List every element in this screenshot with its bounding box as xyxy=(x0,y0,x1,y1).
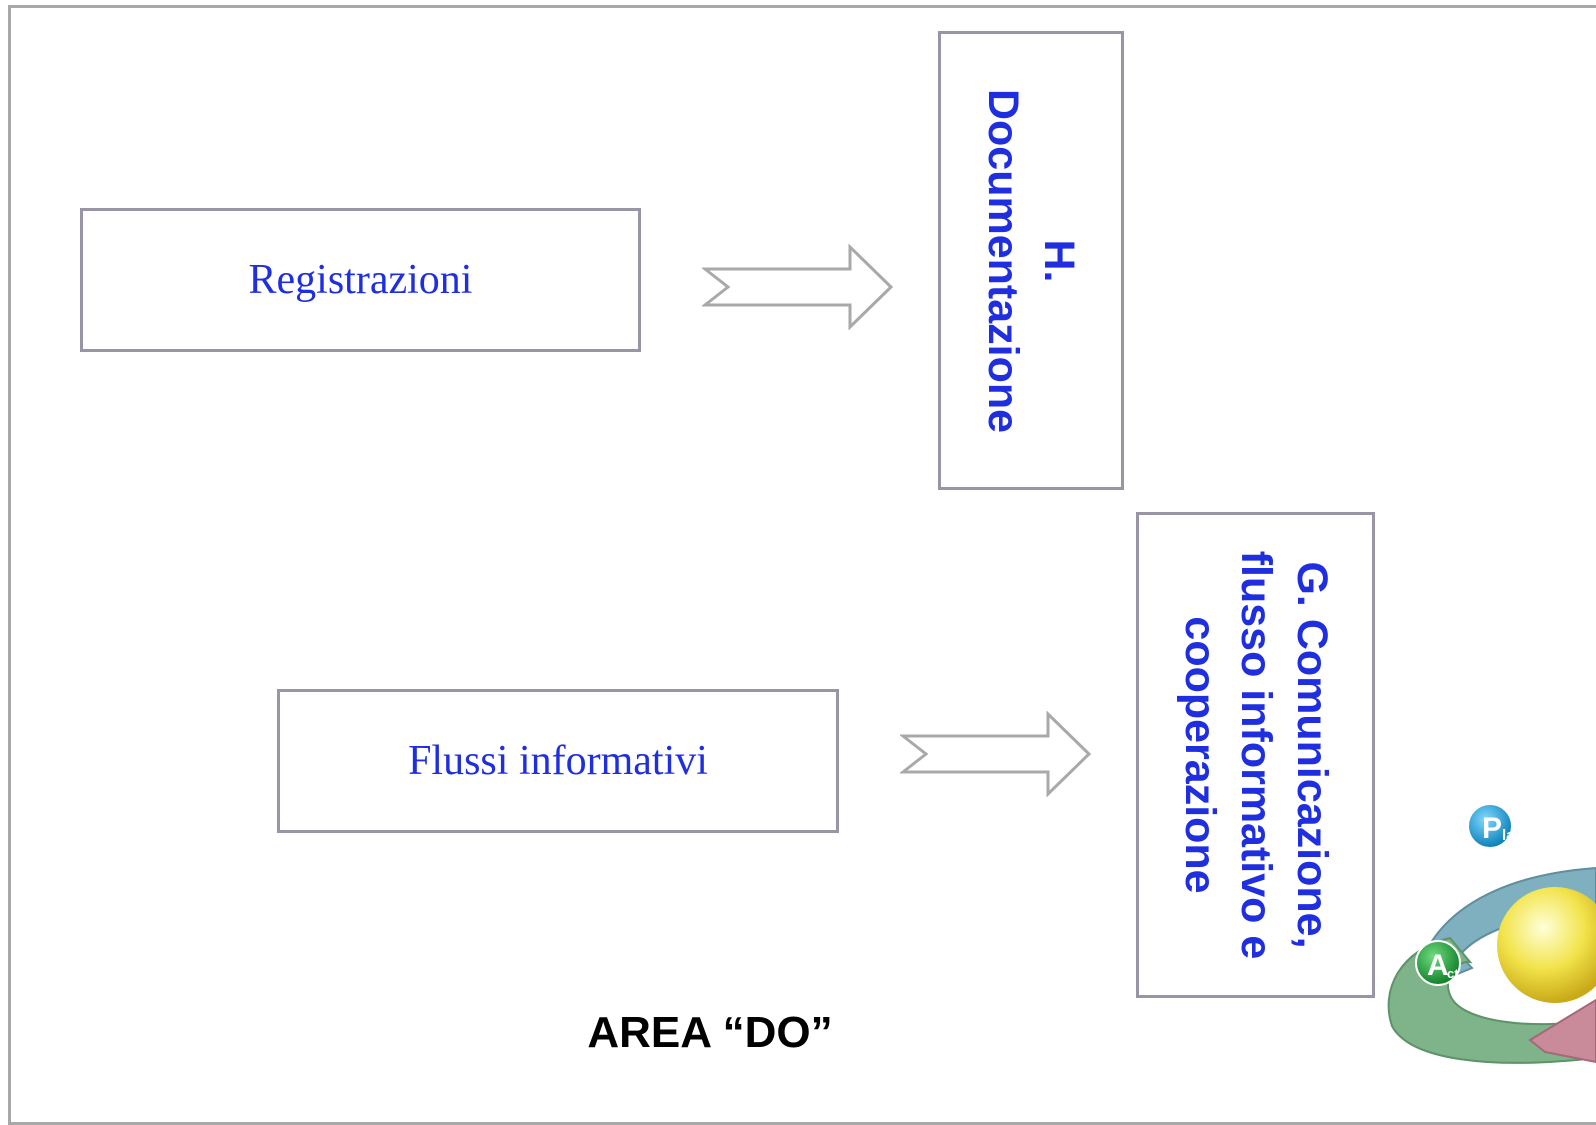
comunicazione-line-2: flusso informativo e xyxy=(1231,550,1280,960)
box-flussi-informativi: Flussi informativi xyxy=(277,689,839,833)
comunicazione-text: G. Comunicazione, flusso informativo e c… xyxy=(1172,551,1340,960)
box-documentazione: H. Documentazione xyxy=(938,31,1124,490)
pdca-cycle-icon: P lan A ct xyxy=(1387,803,1596,1064)
comunicazione-line-3: cooperazione xyxy=(1175,616,1224,894)
arrow-right-icon xyxy=(900,711,1092,797)
arrow-right-icon xyxy=(702,244,894,330)
act-suffix: ct xyxy=(1447,966,1459,981)
act-letter: A xyxy=(1427,949,1449,982)
documentazione-line-1: H. xyxy=(1035,238,1083,282)
documentazione-text: H. Documentazione xyxy=(975,88,1087,432)
flussi-label: Flussi informativi xyxy=(408,738,708,784)
plan-letter: P xyxy=(1482,812,1502,845)
comunicazione-line-1: G. Comunicazione, xyxy=(1287,561,1336,949)
box-comunicazione: G. Comunicazione, flusso informativo e c… xyxy=(1136,512,1375,998)
area-title: AREA “DO” xyxy=(587,1008,833,1057)
documentazione-line-2: Documentazione xyxy=(979,88,1027,433)
plan-suffix: lan xyxy=(1502,827,1524,844)
registrazioni-label: Registrazioni xyxy=(248,257,473,303)
box-registrazioni: Registrazioni xyxy=(80,208,641,352)
